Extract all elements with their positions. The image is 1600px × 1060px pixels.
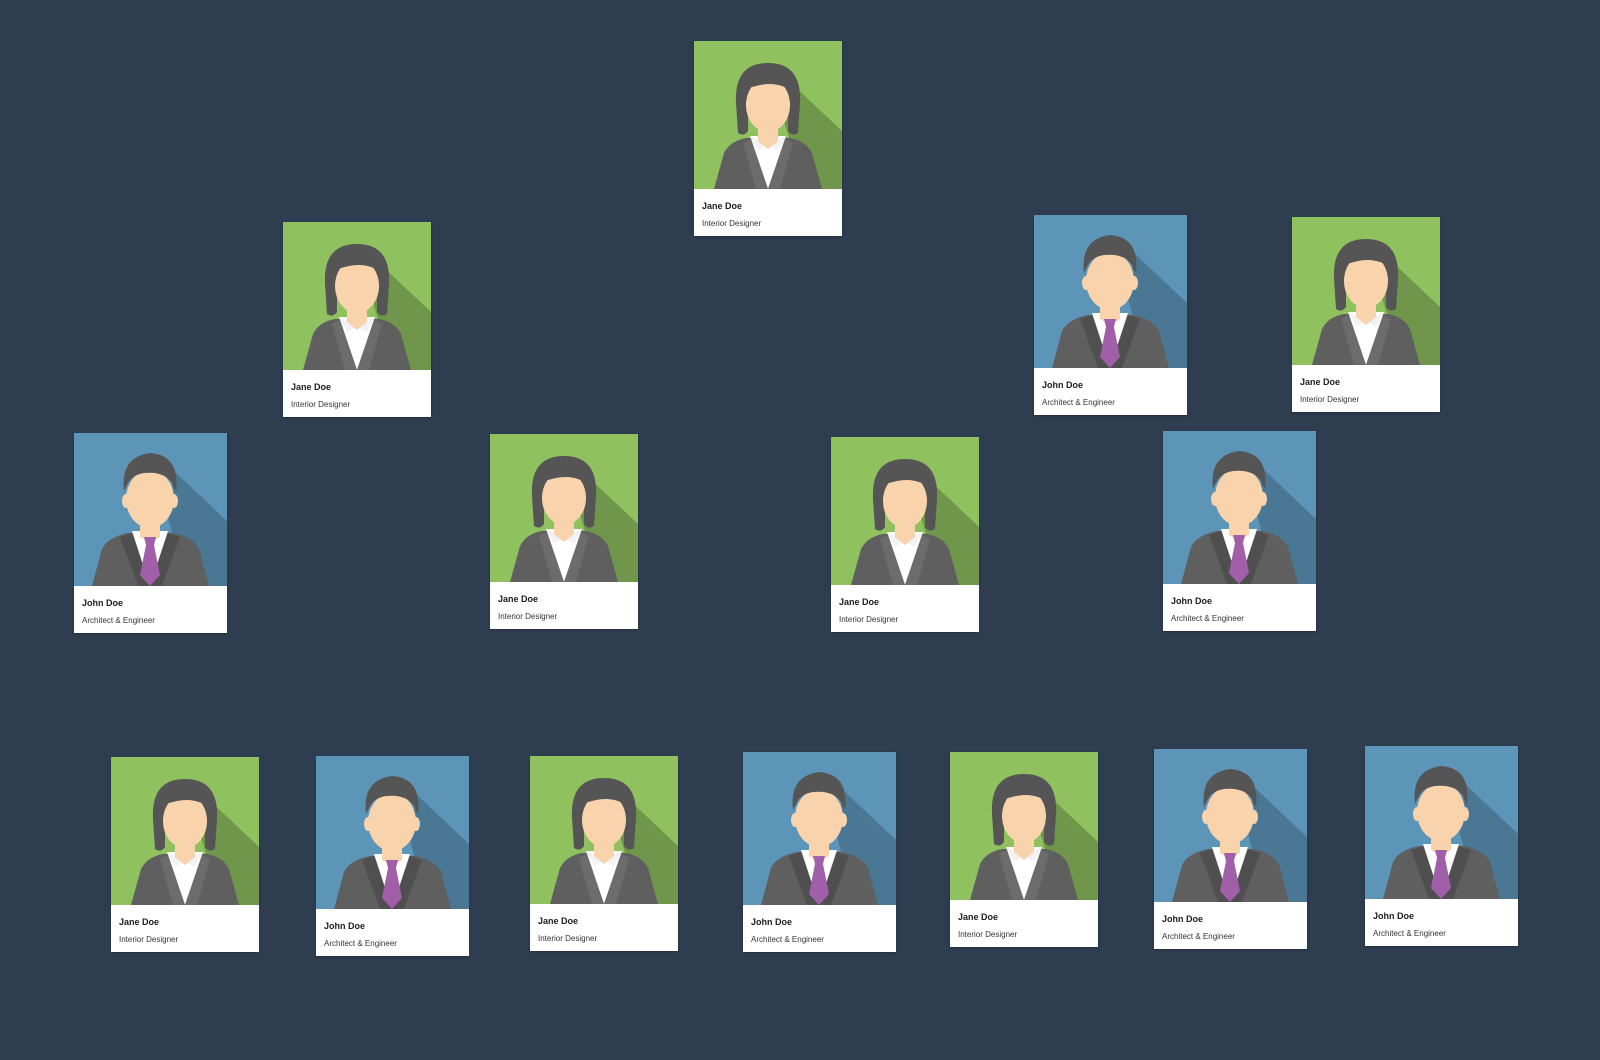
avatar bbox=[1034, 215, 1187, 368]
person-name: Jane Doe bbox=[702, 201, 743, 211]
person-name: Jane Doe bbox=[291, 382, 332, 392]
avatar bbox=[1154, 749, 1307, 902]
avatar bbox=[1365, 746, 1518, 899]
female-avatar-icon bbox=[490, 434, 638, 582]
female-avatar-icon bbox=[694, 41, 842, 189]
person-title: Architect & Engineer bbox=[751, 935, 824, 944]
avatar bbox=[950, 752, 1098, 900]
person-title: Interior Designer bbox=[498, 612, 558, 621]
person-title: Architect & Engineer bbox=[82, 616, 155, 625]
male-avatar-icon bbox=[1154, 749, 1307, 902]
avatar bbox=[694, 41, 842, 189]
person-name: John Doe bbox=[751, 917, 793, 927]
person-title: Interior Designer bbox=[119, 935, 179, 944]
avatar bbox=[316, 756, 469, 909]
person-name: John Doe bbox=[1042, 380, 1084, 390]
male-avatar-icon bbox=[1163, 431, 1316, 584]
person-name: Jane Doe bbox=[839, 597, 880, 607]
person-title: Interior Designer bbox=[1300, 395, 1360, 404]
avatar bbox=[831, 437, 979, 585]
avatar bbox=[283, 222, 431, 370]
female-avatar-icon bbox=[111, 757, 259, 905]
avatar bbox=[1163, 431, 1316, 584]
avatar bbox=[743, 752, 896, 905]
person-title: Architect & Engineer bbox=[1171, 614, 1244, 623]
person-title: Interior Designer bbox=[702, 219, 762, 228]
avatar bbox=[490, 434, 638, 582]
female-avatar-icon bbox=[530, 756, 678, 904]
male-avatar-icon bbox=[1365, 746, 1518, 899]
avatar bbox=[111, 757, 259, 905]
male-avatar-icon bbox=[74, 433, 227, 586]
avatar bbox=[74, 433, 227, 586]
female-avatar-icon bbox=[1292, 217, 1440, 365]
person-title: Interior Designer bbox=[538, 934, 598, 943]
person-name: Jane Doe bbox=[498, 594, 539, 604]
person-name: John Doe bbox=[324, 921, 366, 931]
person-title: Interior Designer bbox=[291, 400, 351, 409]
male-avatar-icon bbox=[743, 752, 896, 905]
person-title: Architect & Engineer bbox=[1162, 932, 1235, 941]
person-name: Jane Doe bbox=[1300, 377, 1341, 387]
person-title: Interior Designer bbox=[839, 615, 899, 624]
avatar bbox=[1292, 217, 1440, 365]
person-title: Architect & Engineer bbox=[324, 939, 397, 948]
male-avatar-icon bbox=[316, 756, 469, 909]
person-title: Architect & Engineer bbox=[1042, 398, 1115, 407]
avatar bbox=[530, 756, 678, 904]
person-name: John Doe bbox=[1171, 596, 1213, 606]
person-name: John Doe bbox=[1162, 914, 1204, 924]
person-name: John Doe bbox=[1373, 911, 1415, 921]
person-name: John Doe bbox=[82, 598, 124, 608]
female-avatar-icon bbox=[950, 752, 1098, 900]
male-avatar-icon bbox=[1034, 215, 1187, 368]
person-title: Architect & Engineer bbox=[1373, 929, 1446, 938]
female-avatar-icon bbox=[831, 437, 979, 585]
person-name: Jane Doe bbox=[538, 916, 579, 926]
female-avatar-icon bbox=[283, 222, 431, 370]
person-name: Jane Doe bbox=[958, 912, 999, 922]
person-name: Jane Doe bbox=[119, 917, 160, 927]
person-title: Interior Designer bbox=[958, 930, 1018, 939]
